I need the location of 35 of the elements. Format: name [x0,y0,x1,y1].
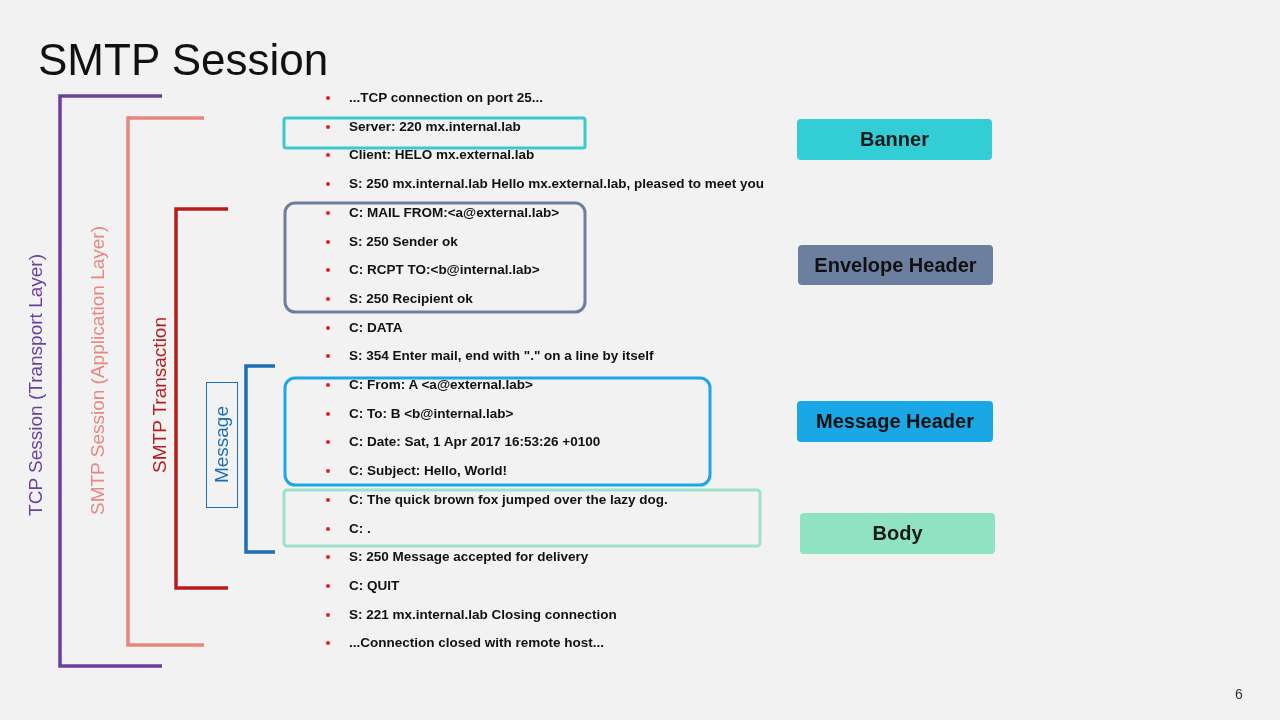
session-line: ...Connection closed with remote host... [349,635,605,652]
session-line: S: 250 mx.internal.lab Hello mx.external.lab, pleased to meet you [349,176,764,193]
session-line: C: QUIT [349,577,400,594]
box-label: Body [872,522,923,545]
category-box [797,401,993,442]
category-box [800,513,995,554]
box-label: Envelope Header [814,253,977,277]
session-line: Server: 220 mx.internal.lab [349,118,521,135]
bracket-tag [206,382,238,508]
session-line: C: From: A <a@external.lab> [349,377,533,393]
bracket-label: TCP Session (Transport Layer) [25,254,47,516]
session-line: ...TCP connection on port 25... [349,90,544,106]
page-number: 6 [1235,686,1243,702]
category-box [798,245,993,285]
bracket-label: SMTP Session (Application Layer) [87,225,109,515]
box-label: Banner [860,128,929,151]
bracket-label: SMTP Transaction [149,317,171,473]
session-line: C: To: B <b@internal.lab> [349,405,514,422]
session-line: C: DATA [349,319,403,336]
session-line: S: 354 Enter mail, end with "." on a line by itself [349,348,654,365]
box-label: Message [211,406,233,484]
session-line: C: MAIL FROM:<a@external.lab> [349,204,560,221]
session-line: Client: HELO mx.external.lab [349,147,535,164]
session-line: S: 250 Recipient ok [349,290,473,307]
session-line: C: RCPT TO:<b@internal.lab> [349,262,540,279]
session-line: S: 221 mx.internal.lab Closing connection [349,606,617,623]
category-box [797,119,992,160]
session-line: C: . [349,520,371,537]
box-label: Message Header [816,410,974,433]
slide-title: SMTP Session [38,34,329,86]
session-line: S: 250 Message accepted for delivery [349,549,589,566]
session-line: S: 250 Sender ok [349,233,458,250]
session-line: C: The quick brown fox jumped over the lazy dog. [349,491,668,508]
session-line: C: Date: Sat, 1 Apr 2017 16:53:26 +0100 [349,434,601,451]
session-line: C: Subject: Hello, World! [349,463,507,480]
